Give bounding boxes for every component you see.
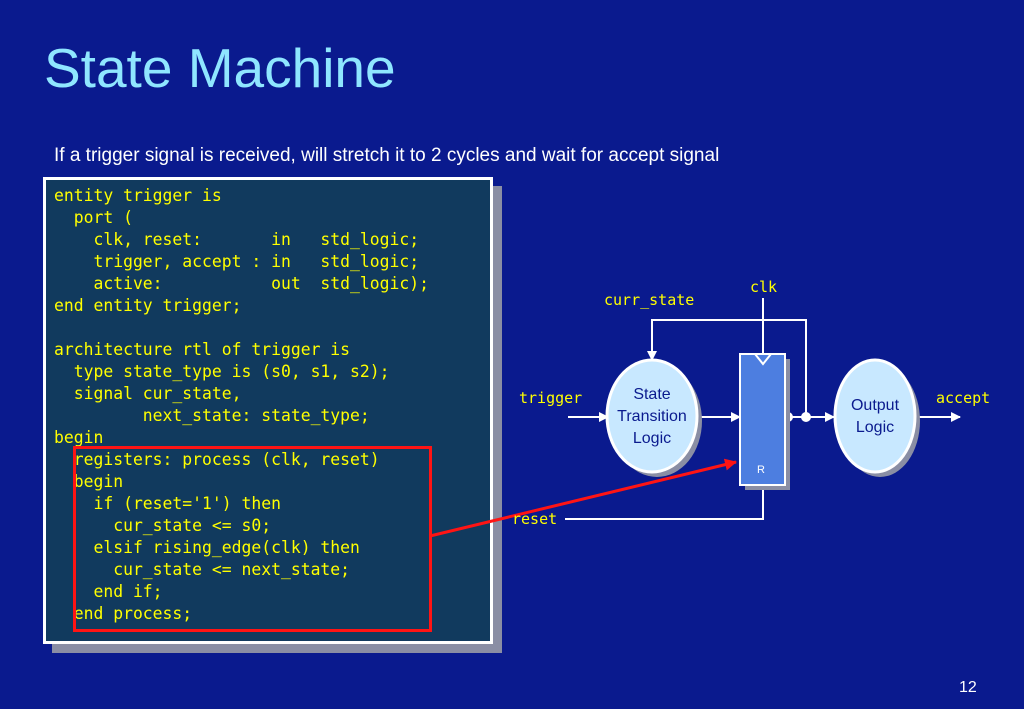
reset-label: reset — [512, 510, 558, 528]
curr-state-wire — [647, 319, 807, 417]
reset-wire — [565, 486, 764, 520]
state-transition-block — [605, 358, 699, 474]
accept-label: accept — [936, 389, 991, 407]
trigger-label: trigger — [519, 389, 583, 407]
vhdl-code: entity trigger is port ( clk, reset: in … — [54, 186, 429, 623]
output-logic-block — [833, 358, 917, 474]
code-box: entity trigger is port ( clk, reset: in … — [43, 177, 493, 644]
junction-dot — [801, 412, 811, 422]
slide-subtitle: If a trigger signal is received, will st… — [54, 145, 720, 166]
curr-state-label: curr_state — [604, 291, 695, 309]
register-reset-label: R — [757, 464, 765, 476]
clock-edge-triangle — [754, 353, 772, 366]
code-panel: entity trigger is port ( clk, reset: in … — [46, 180, 490, 641]
clk-label: clk — [750, 278, 778, 296]
output-logic-label: Output Logic — [850, 397, 900, 436]
slide-title: State Machine — [44, 37, 396, 99]
state-transition-label: State Transition Logic — [617, 386, 687, 447]
register-block — [739, 353, 786, 486]
highlight-box — [73, 446, 432, 632]
highlight-arrow — [429, 458, 737, 538]
page-number: 12 — [959, 679, 977, 696]
